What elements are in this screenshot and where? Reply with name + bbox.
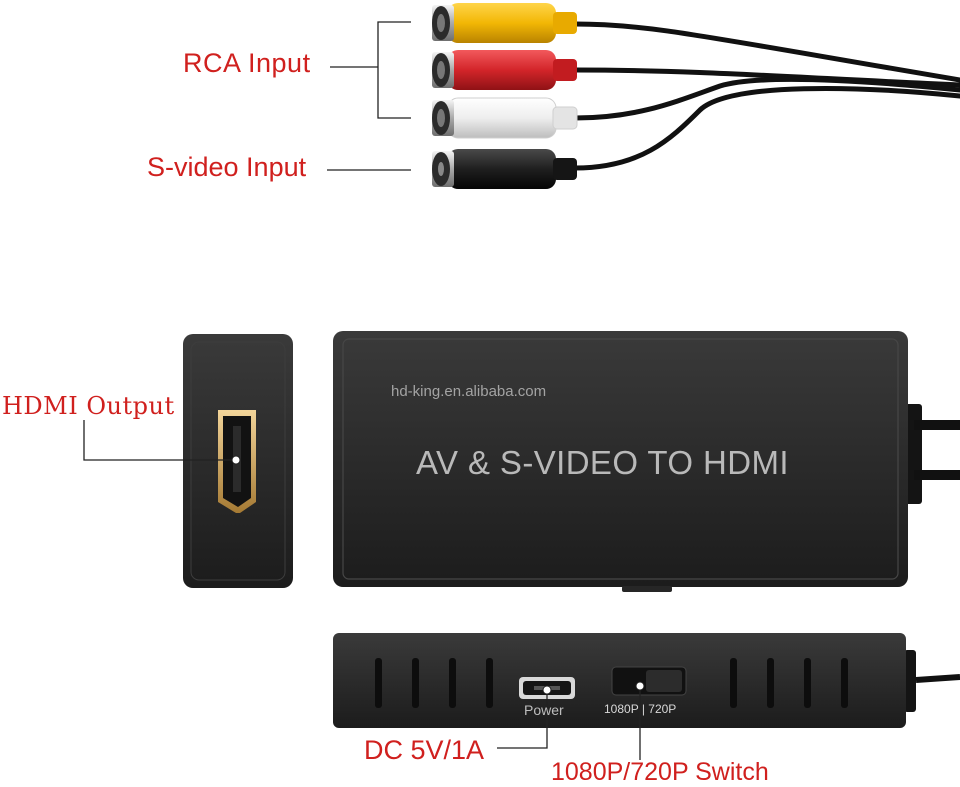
rca-bracket-line xyxy=(330,21,411,119)
converter-top-view xyxy=(333,331,960,592)
watermark-text: hd-king.en.alibaba.com xyxy=(391,383,547,400)
vent-slots-right xyxy=(730,658,848,708)
rca-yellow-connector xyxy=(432,3,577,43)
converter-side-view xyxy=(333,633,960,728)
yellow-cable xyxy=(572,21,960,83)
svideo-connector xyxy=(432,149,577,189)
dc-power-leader xyxy=(497,690,548,749)
vent-slots-left xyxy=(375,658,493,708)
svideo-cable xyxy=(572,86,960,171)
dc-power-marker-dot xyxy=(542,685,552,695)
power-port-label: Power xyxy=(524,702,564,718)
device-title: AV & S-VIDEO TO HDMI xyxy=(416,444,789,481)
hdmi-output-marker-dot xyxy=(231,455,241,465)
white-cable xyxy=(572,76,960,121)
resolution-switch-label: 1080P/720P Switch xyxy=(551,758,769,786)
dc-power-label: DC 5V/1A xyxy=(364,735,485,765)
switch-positions-label: 1080P | 720P xyxy=(604,702,677,716)
hdmi-output-leader xyxy=(83,420,236,461)
cable-bundle xyxy=(572,21,960,171)
rca-white-connector xyxy=(432,97,578,139)
hdmi-output-label: HDMI Output xyxy=(2,392,175,420)
switch-marker-dot xyxy=(635,681,645,691)
rca-input-label: RCA Input xyxy=(183,48,311,78)
rca-red-connector xyxy=(432,50,577,90)
resolution-switch-icon xyxy=(611,666,687,696)
svideo-input-label: S-video Input xyxy=(147,152,307,182)
